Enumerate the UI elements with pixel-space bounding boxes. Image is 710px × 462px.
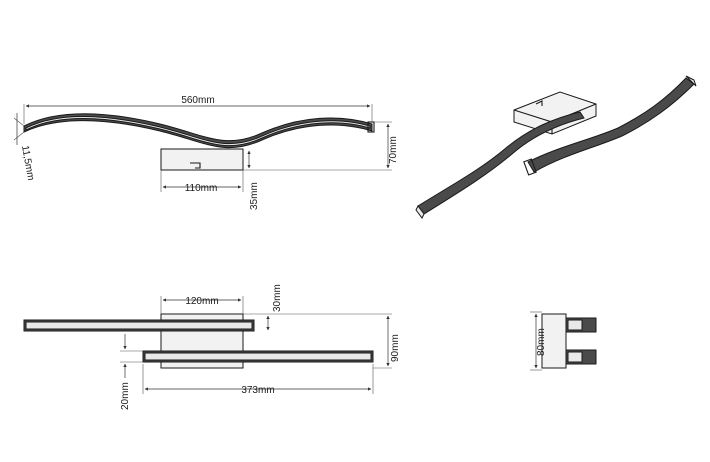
dim-top-offset: 30mm — [272, 284, 283, 312]
front-base-hook — [190, 162, 201, 169]
dim-front-thickness: 11,5mm — [19, 145, 36, 182]
perspective-mount-box — [513, 91, 597, 135]
front-wave-endcap — [367, 121, 375, 133]
dim-side-height: 80mm — [536, 328, 547, 356]
perspective-back-bar — [417, 111, 585, 215]
side-mount-box — [541, 313, 567, 369]
side-view: 80mm — [530, 311, 597, 371]
dim-front-base-height: 35mm — [249, 182, 260, 210]
dim-top-length: 373mm — [241, 385, 274, 396]
front-wave-bar — [23, 113, 373, 149]
dim-front-base-width: 110mm — [185, 183, 218, 194]
dim-front-length: 560mm — [181, 95, 214, 106]
perspective-front-bar-end — [523, 158, 537, 176]
dim-front-height: 70mm — [388, 136, 399, 164]
dim-top-bar-width: 20mm — [120, 382, 131, 410]
side-lower-bar-face — [567, 351, 583, 363]
dim-top-depth: 90mm — [390, 334, 401, 362]
perspective-front-bar-endcap — [685, 75, 697, 87]
dim-top-base-width: 120mm — [185, 296, 218, 307]
side-upper-bar-face — [567, 319, 583, 331]
top-lower-bar-face — [144, 352, 372, 361]
perspective-back-bar-face — [415, 205, 425, 219]
front-view: 560mm 11,5mm 70mm 110mm 35mm — [13, 95, 399, 210]
top-view: 120mm 30mm 90mm 20mm 373mm — [23, 284, 401, 410]
front-base-box — [160, 148, 244, 171]
top-upper-bar-face — [25, 321, 253, 330]
front-wave-highlight — [25, 116, 371, 147]
perspective-view — [415, 75, 697, 219]
